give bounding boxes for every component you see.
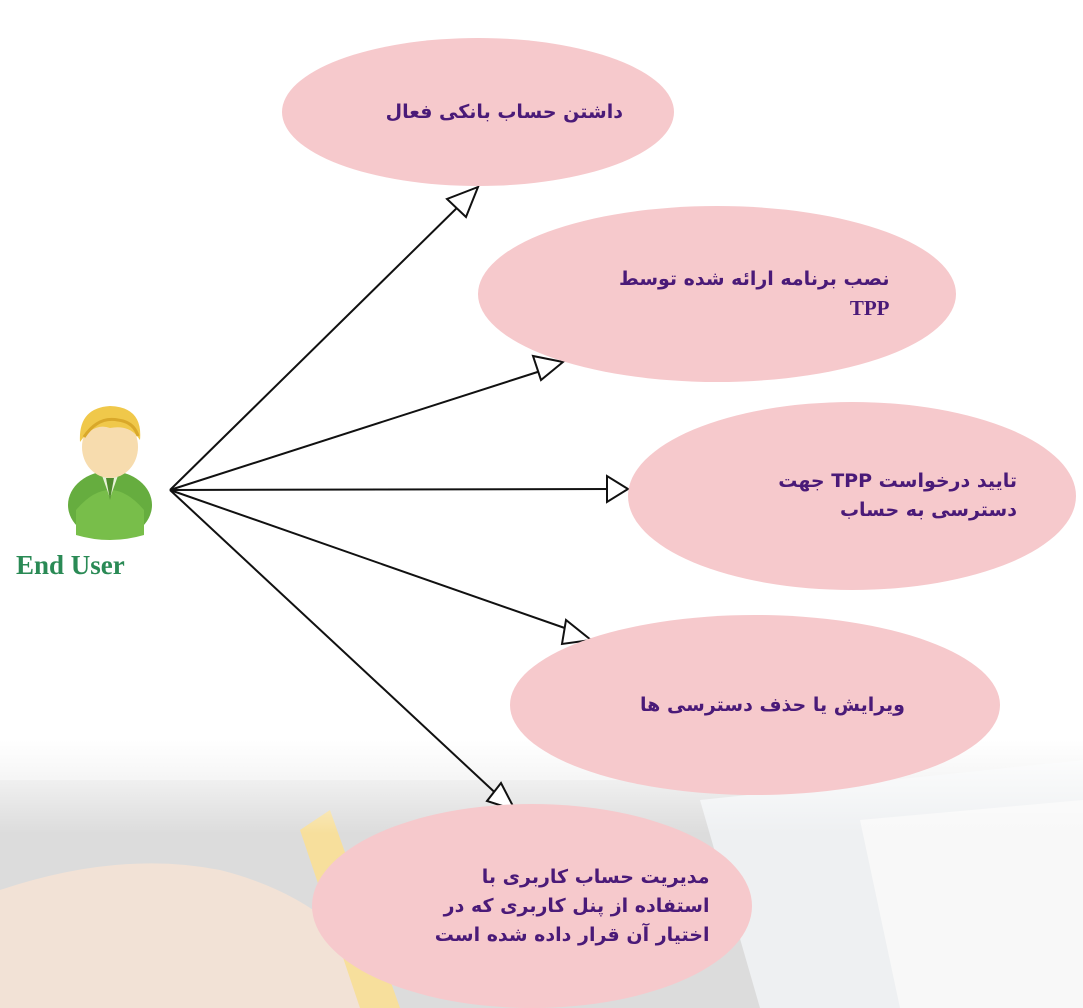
use-case-text: داشتن حساب بانکی فعال — [385, 100, 623, 123]
use-case-text: TPP — [849, 296, 890, 320]
use-case-edit-delete-access: ویرایش یا حذف دسترسی ها — [510, 615, 1000, 795]
arrowhead-3 — [606, 474, 630, 504]
association-line-3 — [169, 488, 616, 491]
association-line-2 — [169, 367, 551, 491]
use-case-install-tpp-app: نصب برنامه ارائه شده توسط TPP — [478, 206, 956, 382]
use-case-active-bank-account: داشتن حساب بانکی فعال — [282, 38, 674, 186]
arrowhead-1 — [445, 185, 480, 219]
use-case-text: اختیار آن قرار داده شده است — [434, 923, 710, 946]
use-case-manage-user-account: مدیریت حساب کاربری با استفاده از پنل کار… — [312, 804, 752, 1008]
use-case-text: دسترسی به حساب — [839, 499, 1017, 521]
association-line-1 — [169, 198, 467, 491]
arrowhead-2 — [531, 354, 566, 382]
use-case-text: نصب برنامه ارائه شده توسط — [618, 268, 890, 290]
actor-label: End User — [16, 550, 125, 580]
association-line-5 — [169, 489, 504, 801]
use-case-text: مدیریت حساب کاربری با — [481, 865, 710, 888]
use-case-text: ویرایش یا حذف دسترسی ها — [640, 693, 905, 716]
use-case-approve-tpp-request: تایید درخواست TPP جهت دسترسی به حساب — [628, 402, 1076, 590]
use-case-text: استفاده از پنل کاربری که در — [443, 894, 710, 917]
use-case-text: تایید درخواست TPP جهت — [778, 470, 1017, 492]
association-line-4 — [169, 489, 580, 634]
